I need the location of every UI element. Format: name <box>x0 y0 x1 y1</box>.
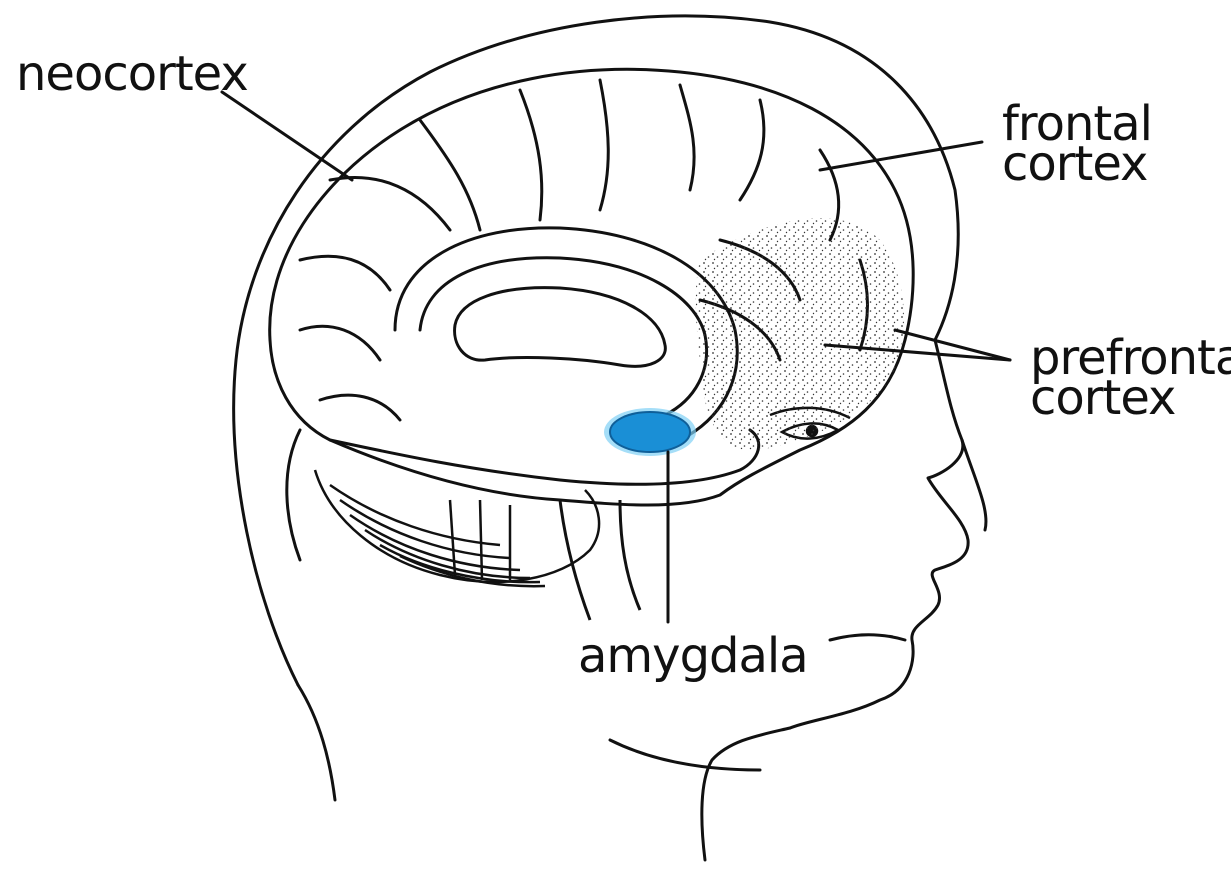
brainstem <box>560 500 640 620</box>
neocortex-leader <box>222 92 352 180</box>
prefrontal-region <box>696 218 904 450</box>
amygdala-label: amygdala <box>578 636 808 676</box>
cerebellum <box>315 470 599 586</box>
frontal-cortex-label-line2: cortex <box>1002 144 1152 184</box>
frontal-cortex-leader <box>820 142 982 170</box>
neocortex-label: neocortex <box>16 54 248 94</box>
frontal-cortex-label: frontal cortex <box>1002 104 1152 184</box>
amygdala-region <box>604 408 696 456</box>
prefrontal-cortex-label: prefrontal cortex <box>1030 338 1231 418</box>
